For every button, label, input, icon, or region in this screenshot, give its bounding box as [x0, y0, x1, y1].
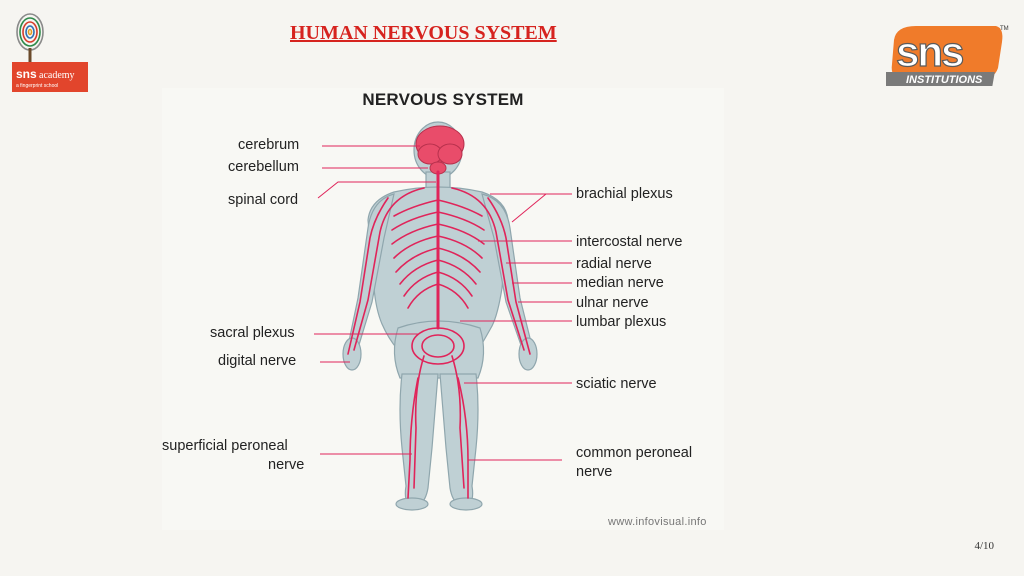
page-number: 4/10 — [974, 540, 994, 552]
label-brachial-plexus: brachial plexus — [576, 186, 673, 202]
image-credit: www.infovisual.info — [608, 516, 707, 528]
label-radial-nerve: radial nerve — [576, 256, 652, 272]
svg-text:INSTITUTIONS: INSTITUTIONS — [906, 74, 983, 86]
sns-institutions-logo: sns INSTITUTIONS TM — [880, 20, 1010, 94]
label-intercostal-nerve: intercostal nerve — [576, 234, 683, 250]
label-median-nerve: median nerve — [576, 275, 664, 291]
label-cerebellum: cerebellum — [228, 159, 299, 175]
label-cerebrum: cerebrum — [238, 137, 300, 153]
svg-text:sns: sns — [896, 28, 963, 75]
label-sciatic-nerve: sciatic nerve — [576, 376, 657, 392]
diagram-heading: NERVOUS SYSTEM — [362, 90, 524, 109]
svg-text:TM: TM — [1000, 26, 1009, 32]
svg-text:sns: sns — [16, 67, 37, 81]
label-digital-nerve: digital nerve — [218, 353, 297, 369]
body-illustration — [314, 121, 572, 511]
svg-text:academy: academy — [39, 70, 75, 81]
label-common-peroneal: common peroneal — [576, 445, 693, 461]
svg-text:a fingerprint school: a fingerprint school — [16, 83, 58, 89]
nervous-system-diagram: NERVOUS SYSTEM cerebrum cerebellum spina… — [162, 88, 724, 530]
label-ulnar-nerve: ulnar nerve — [576, 295, 649, 311]
slide-title: HUMAN NERVOUS SYSTEM — [290, 22, 557, 44]
label-spinal-cord: spinal cord — [228, 192, 299, 208]
label-superficial-peroneal: superficial peroneal — [162, 438, 288, 454]
sns-academy-logo: sns academy a fingerprint school — [12, 10, 88, 92]
label-superficial-peroneal-nerve: nerve — [268, 457, 305, 473]
label-common-peroneal-nerve: nerve — [576, 464, 613, 480]
brain — [415, 125, 465, 175]
label-sacral-plexus: sacral plexus — [210, 325, 295, 341]
label-lumbar-plexus: lumbar plexus — [576, 314, 667, 330]
